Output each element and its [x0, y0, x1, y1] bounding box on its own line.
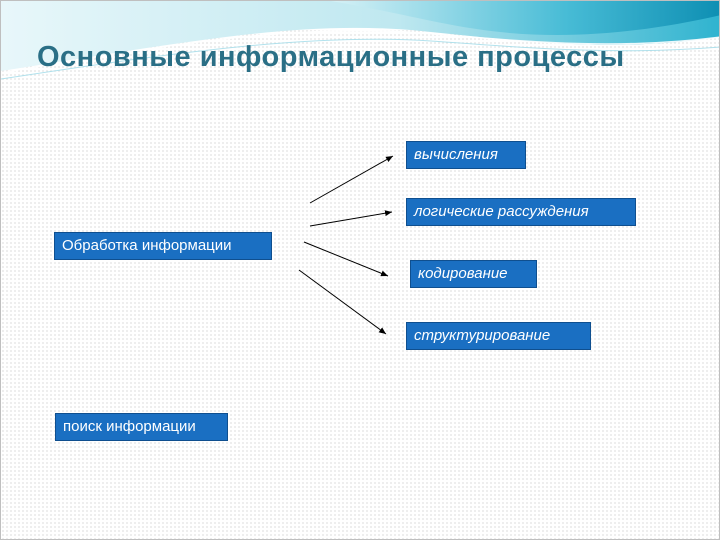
arrow-to-structuring [298, 269, 387, 335]
node-logical-reasoning: логические рассуждения [406, 198, 636, 226]
node-calculations: вычисления [406, 141, 526, 169]
node-structuring: структурирование [406, 322, 591, 350]
arrow-to-calculations [309, 155, 394, 204]
header-wave-decoration [1, 1, 719, 80]
node-encoding: кодирование [410, 260, 537, 288]
node-information-search: поиск информации [55, 413, 228, 441]
slide-title: Основные информационные процессы [37, 41, 625, 73]
node-information-processing: Обработка информации [54, 232, 272, 260]
arrow-to-logical-reasoning [309, 210, 393, 227]
arrow-to-encoding [303, 241, 389, 277]
